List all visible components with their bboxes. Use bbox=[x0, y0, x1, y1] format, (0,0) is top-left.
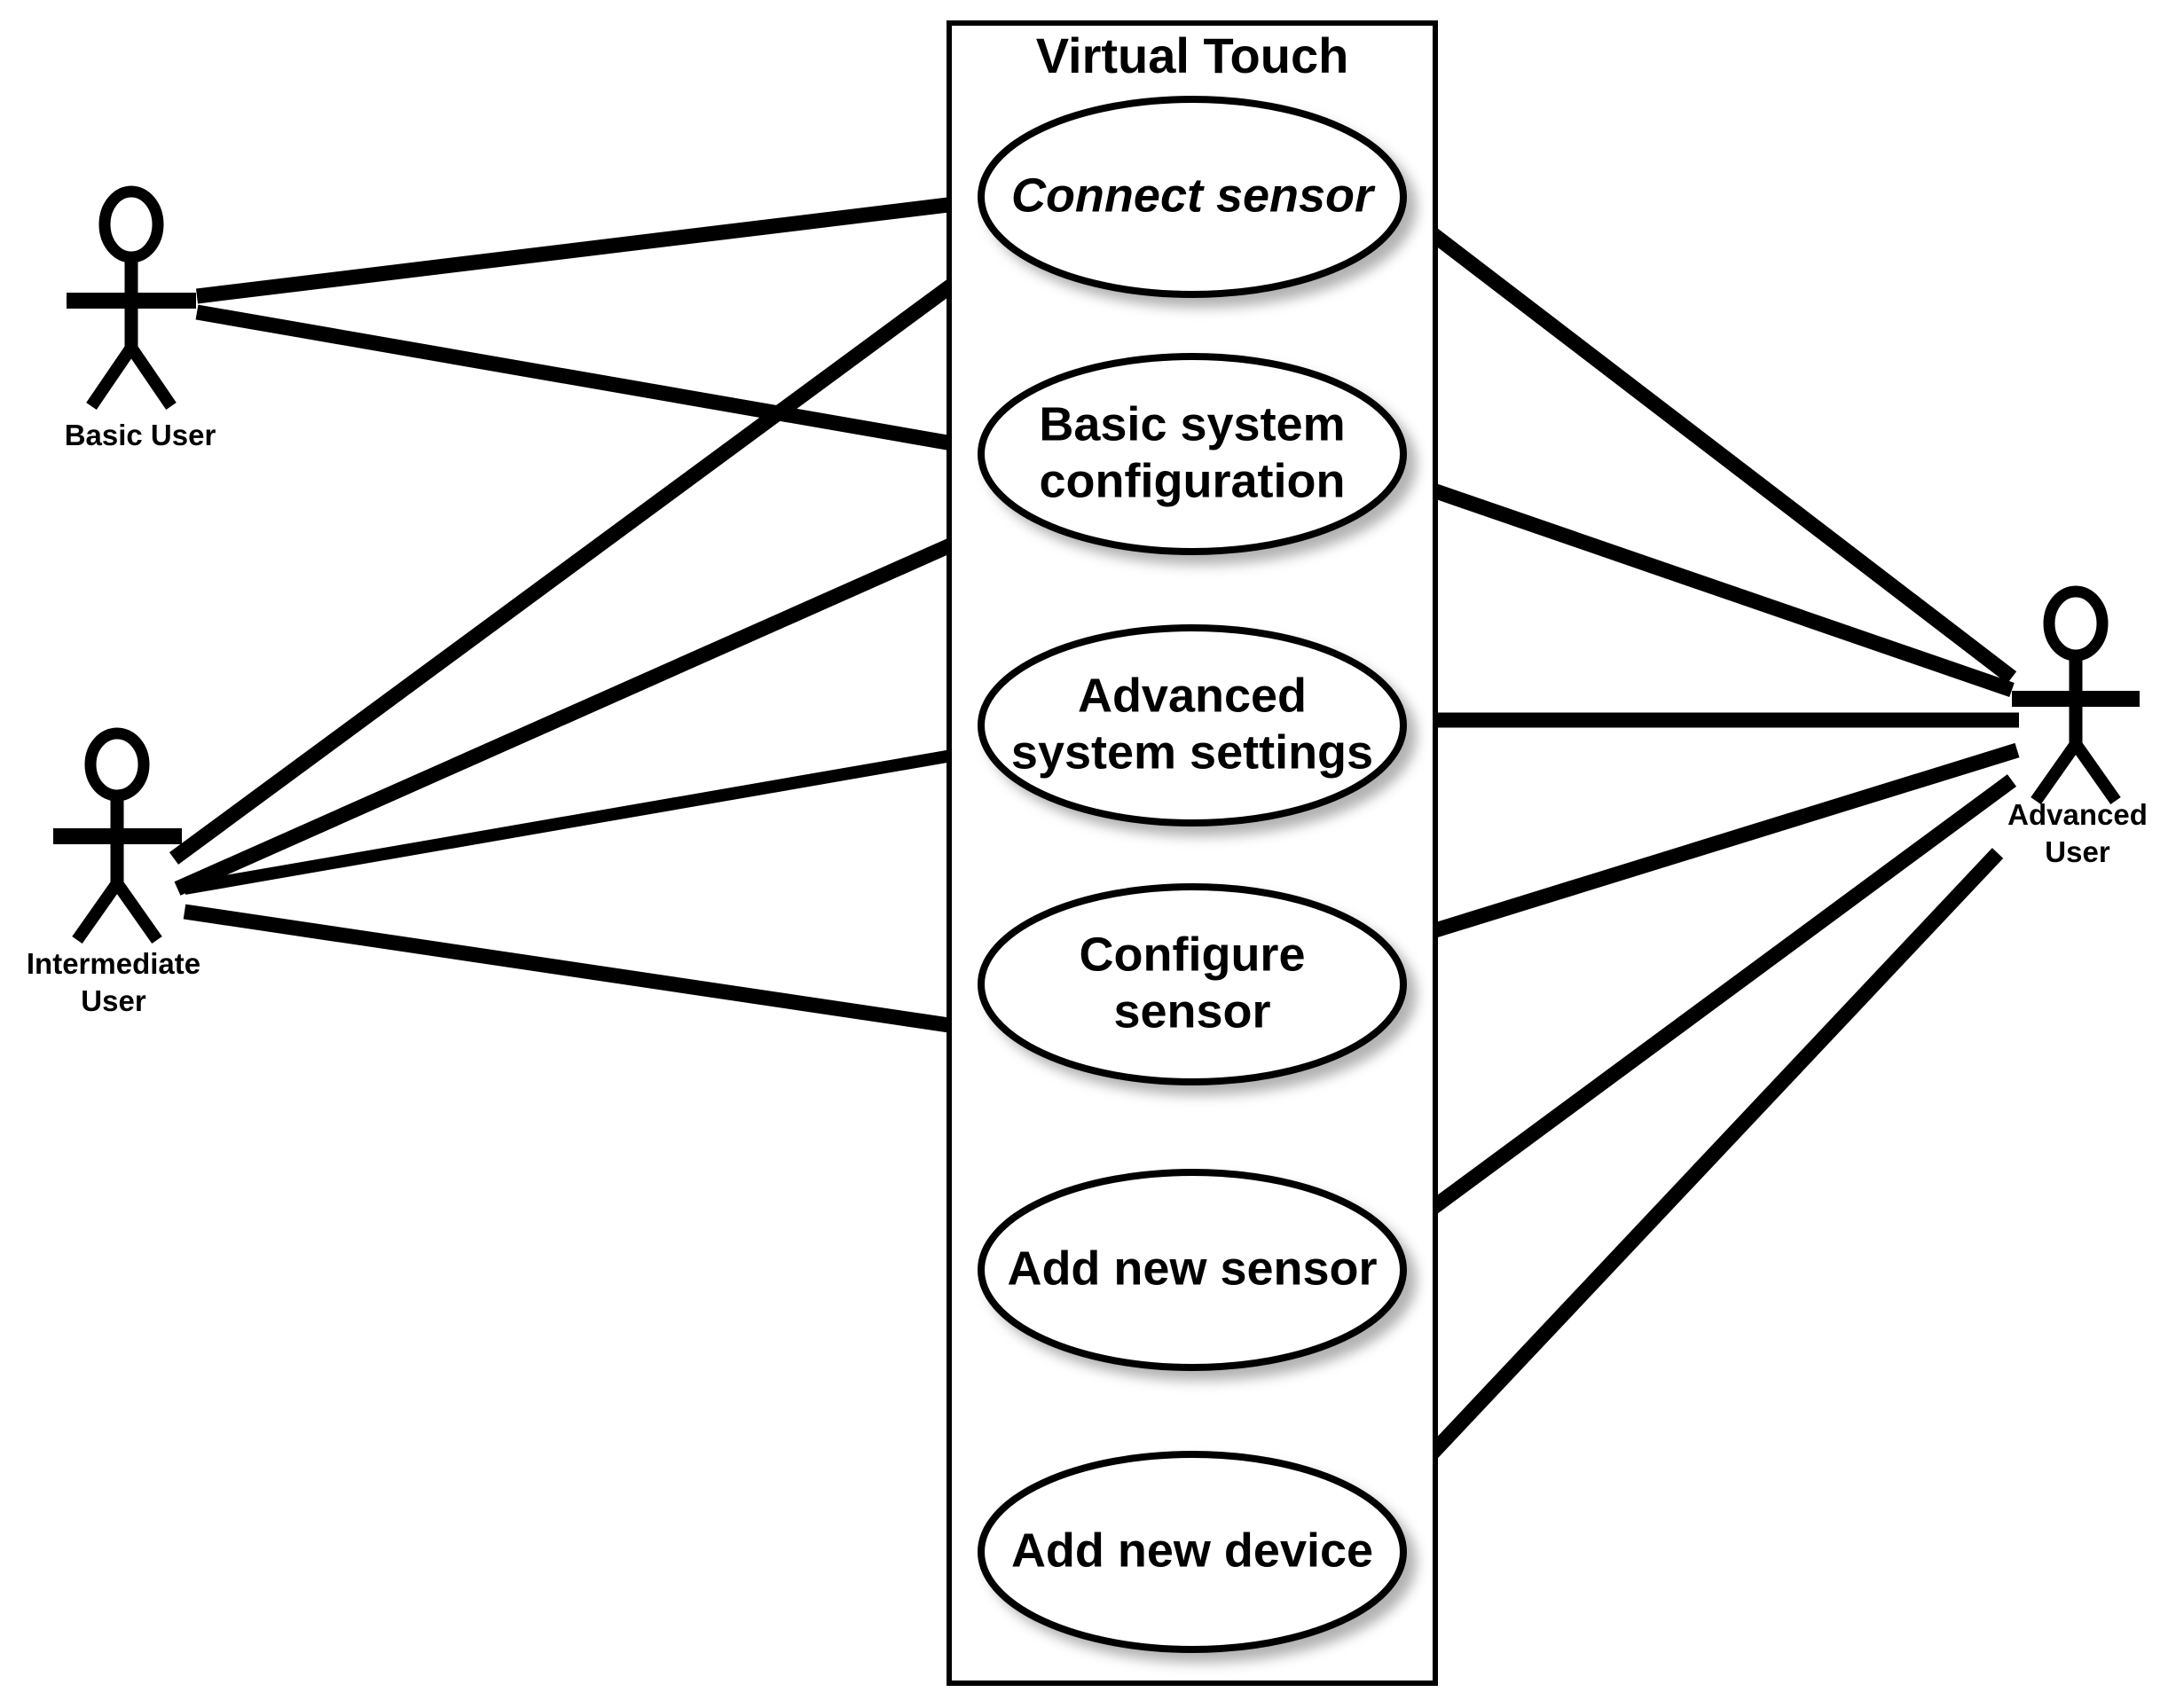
association-basic-system-configuration-advanced-user[interactable] bbox=[1402, 473, 2015, 698]
actor-stick-figure-intermediate-user[interactable] bbox=[53, 727, 182, 944]
actor-head-icon-intermediate-user bbox=[84, 727, 150, 802]
actor-stick-figure-basic-user[interactable] bbox=[67, 185, 196, 410]
actor-label-basic-user: Basic User bbox=[65, 419, 216, 451]
use-case-basic-system-configuration[interactable]: Basic system configuration bbox=[978, 353, 1407, 555]
actor-left-leg-basic-user bbox=[86, 344, 137, 410]
use-case-ellipse-configure-sensor[interactable] bbox=[978, 883, 1407, 1085]
use-case-ellipse-connect-sensor[interactable] bbox=[978, 96, 1407, 298]
actor-label-intermediate-user-line2: User bbox=[81, 984, 146, 1017]
use-case-label-add-new-device: Add new device bbox=[1011, 1524, 1373, 1577]
use-case-advanced-system-settings[interactable]: Advanced system settings bbox=[978, 624, 1407, 827]
use-case-configure-sensor[interactable]: Configure sensor bbox=[978, 883, 1407, 1085]
association-intermediate-user-configure-sensor[interactable] bbox=[183, 904, 986, 1038]
actor-right-leg-basic-user bbox=[126, 344, 177, 410]
actor-right-leg-advanced-user bbox=[2070, 740, 2121, 805]
use-case-label-basic-system-configuration-line2: configuration bbox=[1040, 454, 1346, 507]
association-basic-user-connect-sensor[interactable] bbox=[195, 192, 986, 304]
use-case-ellipse-add-new-device[interactable] bbox=[978, 1451, 1407, 1653]
association-connect-sensor-advanced-user[interactable] bbox=[1393, 201, 2017, 684]
use-case-label-connect-sensor: Connect sensor bbox=[1011, 168, 1376, 222]
system-boundary: Virtual Touch bbox=[947, 20, 1438, 1686]
association-basic-user-basic-system-configuration[interactable] bbox=[195, 304, 985, 457]
association-intermediate-user-connect-sensor[interactable] bbox=[169, 246, 1002, 865]
use-case-add-new-sensor[interactable]: Add new sensor bbox=[978, 1169, 1407, 1371]
association-add-new-device-advanced-user[interactable] bbox=[1385, 848, 2004, 1502]
association-intermediate-user-advanced-system-settings[interactable] bbox=[183, 746, 974, 895]
use-case-connect-sensor[interactable]: Connect sensor bbox=[978, 96, 1407, 298]
association-configure-sensor-advanced-user[interactable] bbox=[1395, 742, 2020, 950]
actor-label-advanced-user-line1: Advanced bbox=[2007, 798, 2148, 831]
use-cases-group: Connect sensor Basic system configuratio… bbox=[978, 96, 1407, 1653]
use-case-label-add-new-sensor: Add new sensor bbox=[1007, 1242, 1377, 1295]
actor-left-leg-intermediate-user bbox=[72, 879, 122, 944]
actor-label-intermediate-user-line1: Intermediate bbox=[27, 947, 200, 980]
actor-intermediate-user[interactable]: Intermediate User bbox=[27, 727, 200, 1017]
actor-advanced-user[interactable]: Advanced User bbox=[2007, 585, 2148, 868]
system-boundary-title: Virtual Touch bbox=[1036, 27, 1349, 83]
actor-basic-user[interactable]: Basic User bbox=[65, 185, 216, 451]
actor-left-leg-advanced-user bbox=[2031, 740, 2081, 805]
use-case-label-advanced-system-settings-line1: Advanced bbox=[1078, 669, 1307, 722]
association-add-new-sensor-advanced-user[interactable] bbox=[1396, 774, 2017, 1237]
association-intermediate-user-basic-system-configuration[interactable] bbox=[174, 514, 1008, 896]
use-case-label-configure-sensor-line1: Configure bbox=[1080, 928, 1306, 981]
use-case-add-new-device[interactable]: Add new device bbox=[978, 1451, 1407, 1653]
actor-head-icon-basic-user bbox=[98, 185, 164, 263]
use-case-ellipse-add-new-sensor[interactable] bbox=[978, 1169, 1407, 1371]
use-case-label-configure-sensor-line2: sensor bbox=[1113, 984, 1270, 1038]
actor-stick-figure-advanced-user[interactable] bbox=[2012, 585, 2140, 805]
use-case-ellipse-basic-system-configuration[interactable] bbox=[978, 353, 1407, 555]
use-case-label-basic-system-configuration-line1: Basic system bbox=[1039, 397, 1345, 451]
system-boundary-rect bbox=[947, 20, 1438, 1686]
actor-right-leg-intermediate-user bbox=[112, 879, 162, 944]
use-case-ellipse-advanced-system-settings[interactable] bbox=[978, 624, 1407, 827]
actor-head-icon-advanced-user bbox=[2043, 585, 2109, 662]
association-lines-group bbox=[169, 192, 2020, 1502]
actor-label-advanced-user-line2: User bbox=[2045, 835, 2110, 868]
use-case-label-advanced-system-settings-line2: system settings bbox=[1011, 725, 1373, 779]
actors-group: Basic User Intermediate User bbox=[27, 185, 2148, 1017]
